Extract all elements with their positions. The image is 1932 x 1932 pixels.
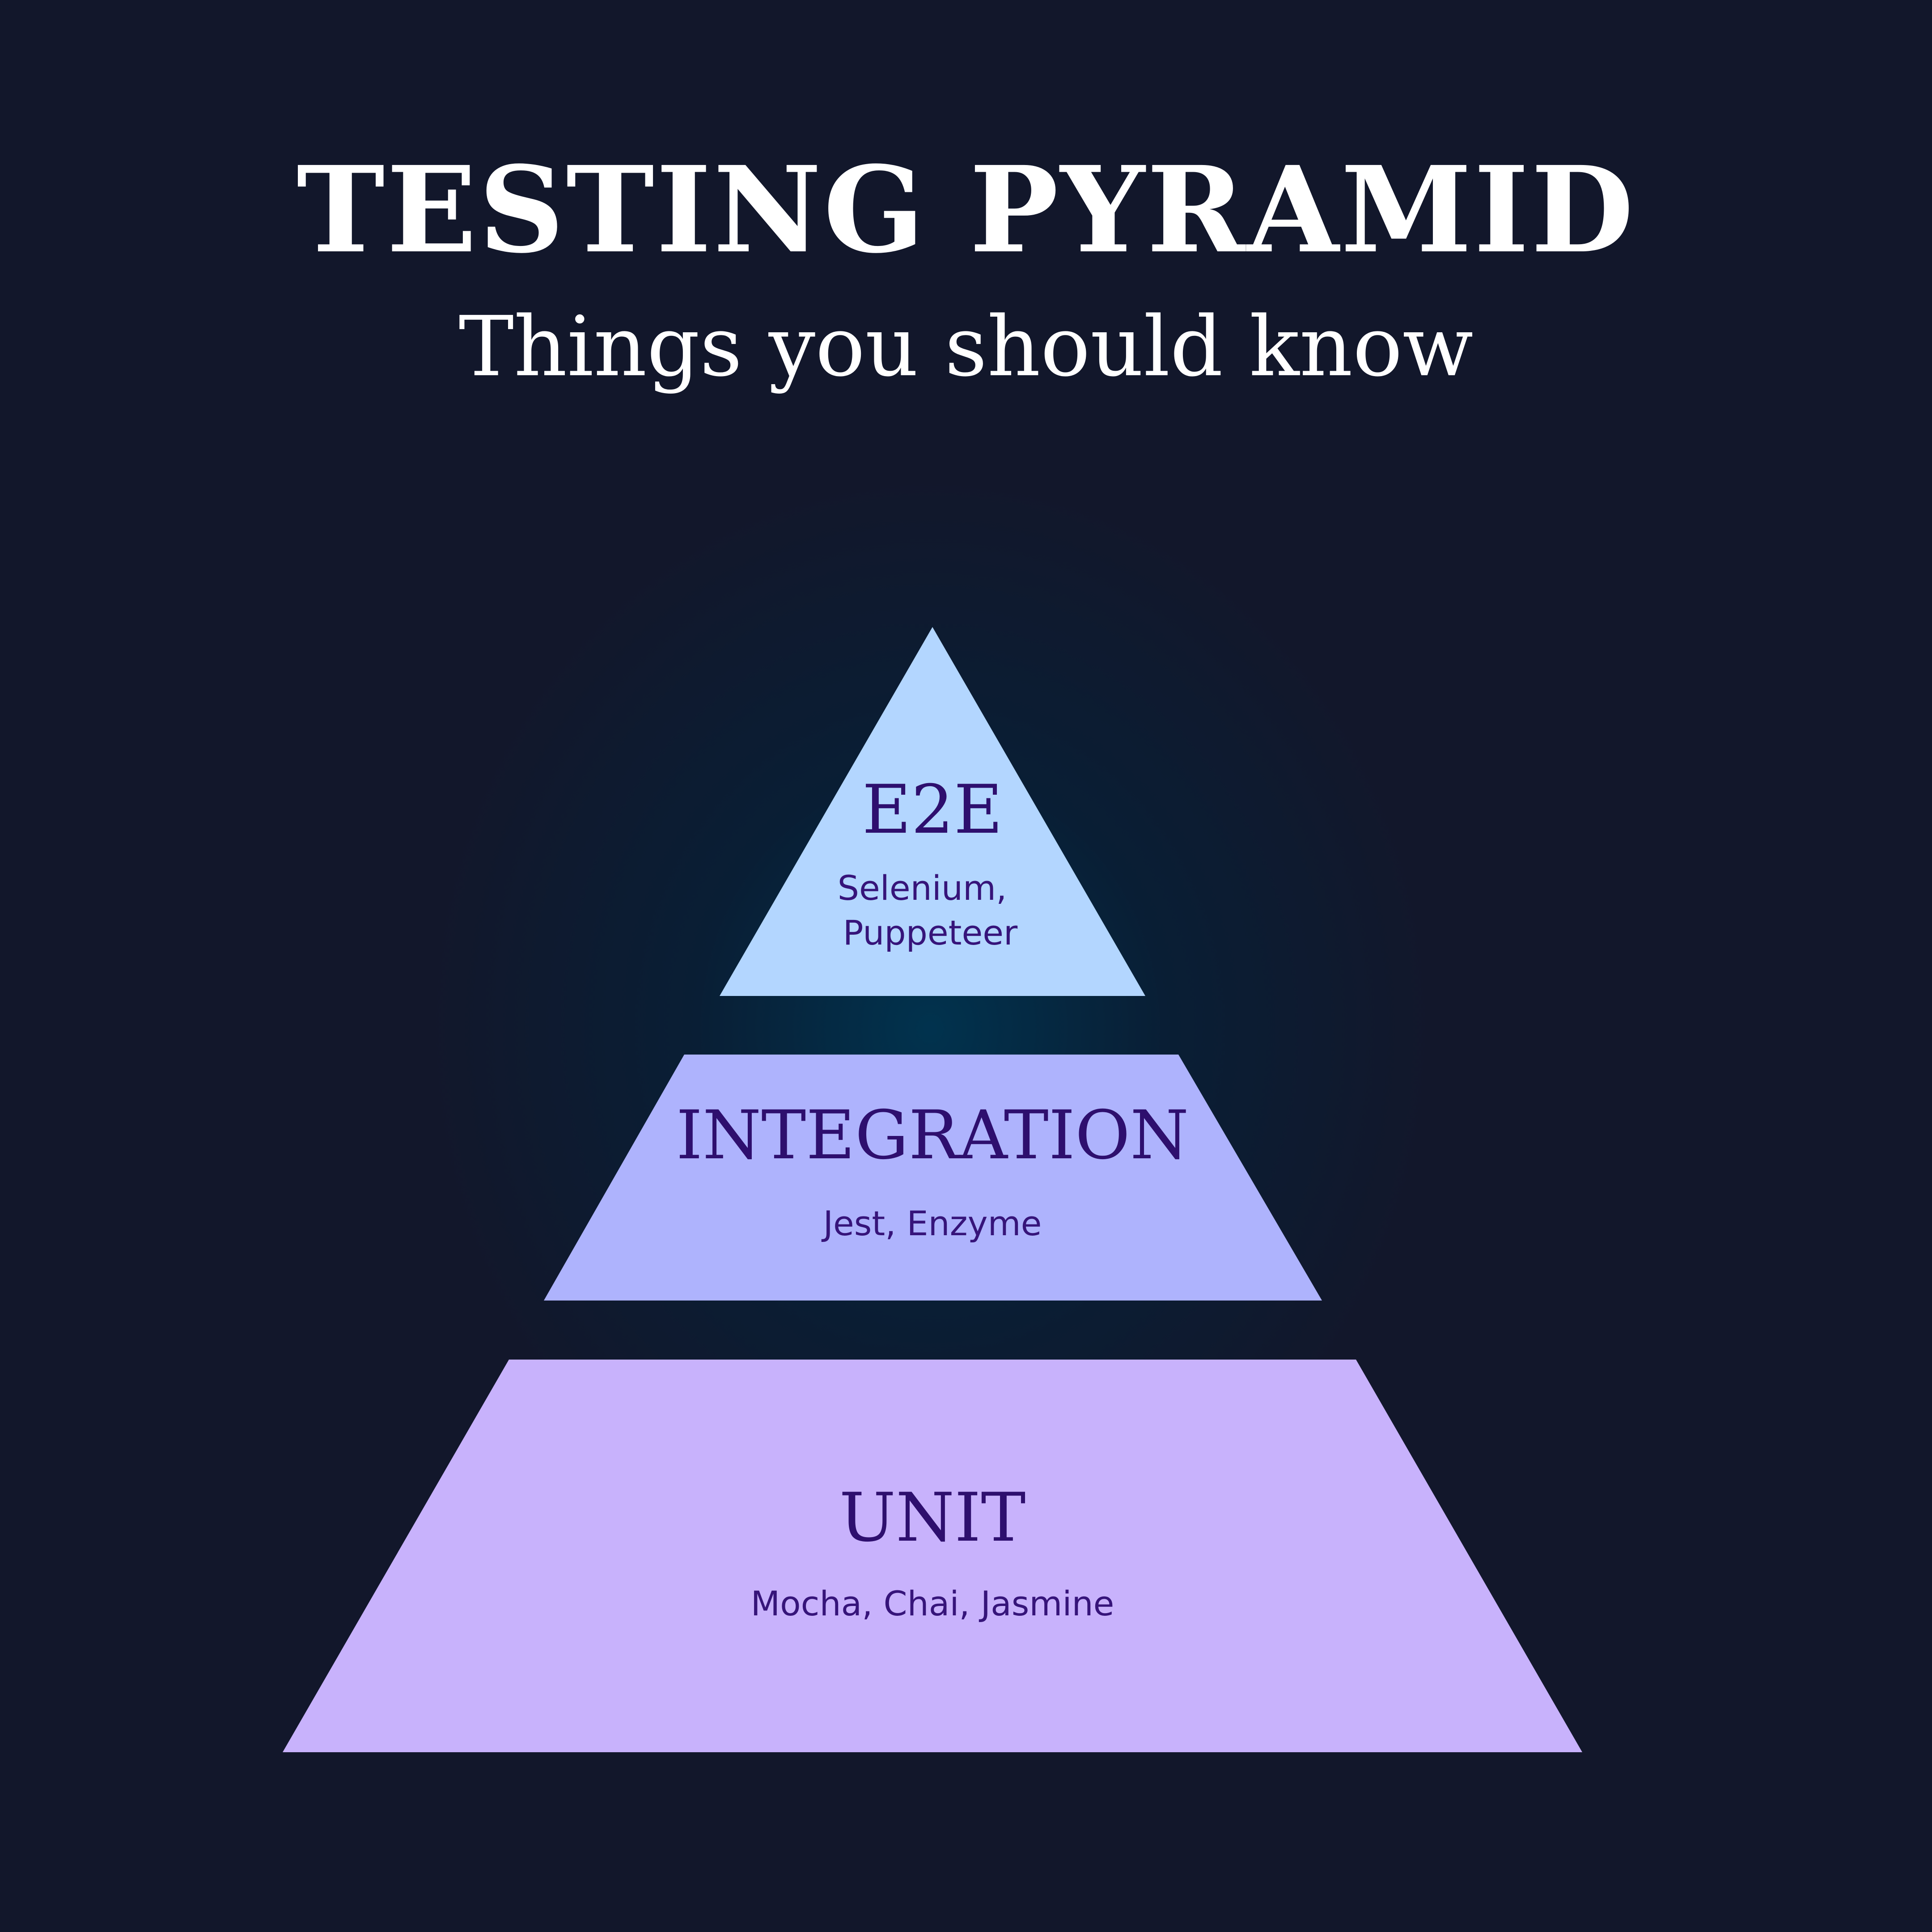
tier-integration-shape [544, 1055, 1322, 1301]
page-subtitle: Things you should know [458, 298, 1474, 395]
tier-e2e: E2E Selenium, Puppeteer [720, 627, 1145, 996]
tier-unit-tools: Mocha, Chai, Jasmine [751, 1584, 1114, 1623]
tier-unit-label: UNIT [839, 1479, 1026, 1557]
tier-unit-shape [283, 1360, 1582, 1752]
tier-integration: INTEGRATION Jest, Enzyme [544, 1055, 1322, 1301]
tier-e2e-tools-line2: Puppeteer [843, 913, 1018, 953]
tier-integration-label: INTEGRATION [676, 1097, 1189, 1174]
tier-unit: UNIT Mocha, Chai, Jasmine [283, 1360, 1582, 1752]
tier-integration-tools: Jest, Enzyme [822, 1203, 1042, 1243]
page-title: TESTING PYRAMID [297, 140, 1635, 280]
tier-e2e-label: E2E [862, 771, 1003, 849]
tier-e2e-tools-line1: Selenium, [838, 868, 1007, 908]
tier-e2e-shape [720, 627, 1145, 996]
